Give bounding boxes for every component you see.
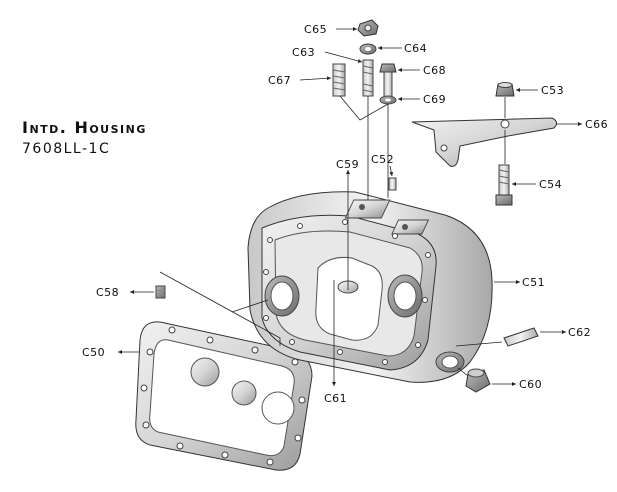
label-c69: C69	[423, 93, 446, 106]
leader-lines	[118, 27, 582, 386]
label-c67: C67	[268, 74, 291, 87]
washer-c64	[359, 43, 377, 55]
label-c62: C62	[568, 326, 591, 339]
diagram-subtitle: 7608LL-1C	[22, 141, 111, 157]
label-c50: C50	[82, 346, 105, 359]
label-c53: C53	[541, 84, 564, 97]
label-c61: C61	[324, 392, 347, 405]
label-c64: C64	[404, 42, 427, 55]
nut-c53	[495, 82, 515, 97]
bolt-c68	[379, 63, 397, 99]
pin-c62	[503, 327, 539, 347]
nut-c65	[357, 19, 379, 37]
washer-c69	[379, 95, 397, 105]
label-c59: C59	[336, 158, 359, 171]
diagram-title: Intd. Housing	[22, 118, 147, 137]
label-c68: C68	[423, 64, 446, 77]
label-c66: C66	[585, 118, 608, 131]
stud-c63	[362, 59, 374, 97]
label-c52: C52	[371, 153, 394, 166]
plug-c60	[465, 368, 491, 393]
label-c58: C58	[96, 286, 119, 299]
stud-c67	[332, 63, 346, 97]
label-c65: C65	[304, 23, 327, 36]
label-c60: C60	[519, 378, 542, 391]
dowel-c52	[388, 177, 397, 191]
gasket-c50	[135, 321, 313, 471]
housing-c51	[247, 191, 493, 383]
plug-c58	[155, 285, 166, 299]
label-c51: C51	[522, 276, 545, 289]
label-c63: C63	[292, 46, 315, 59]
bolt-c54	[495, 164, 513, 206]
bracket-c66	[411, 117, 558, 167]
label-c54: C54	[539, 178, 562, 191]
